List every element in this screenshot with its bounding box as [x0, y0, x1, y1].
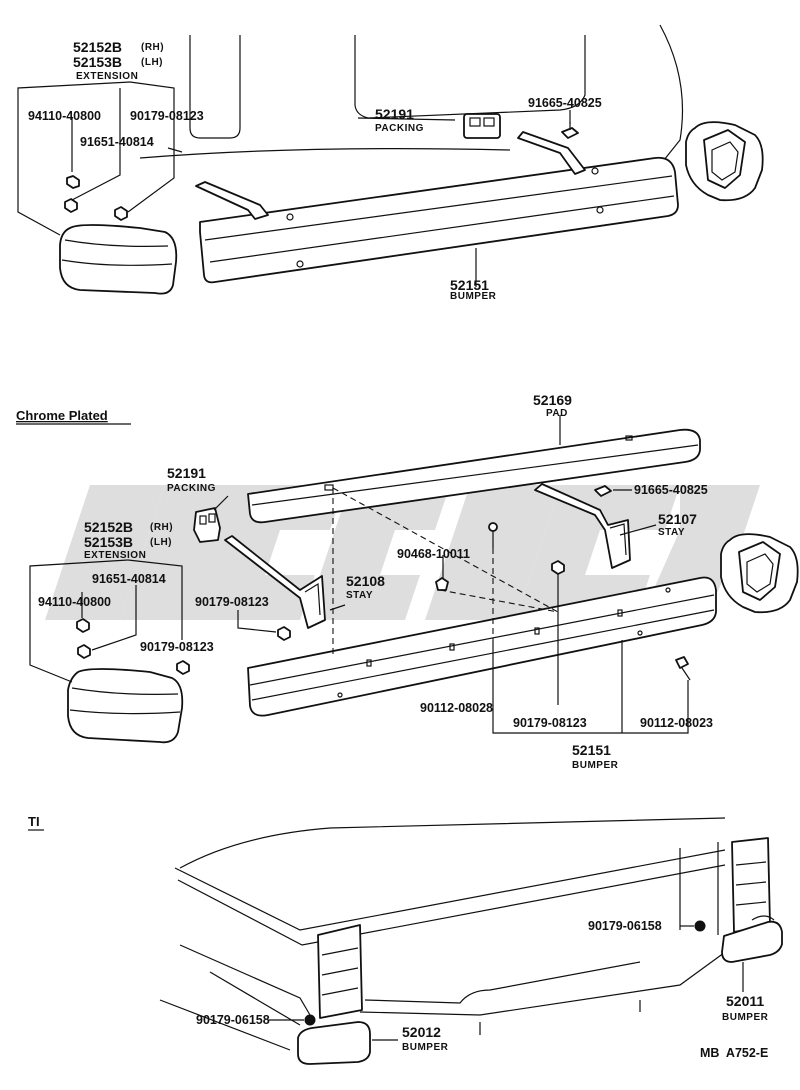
bolt-90112-08023 [675, 656, 691, 681]
label-top-ext-name: EXTENSION [76, 71, 138, 82]
label-c-90179-b: 90179-08123 [140, 640, 214, 654]
top-assembly [17, 24, 764, 295]
label-top-ext-lh: 52153B [73, 54, 122, 70]
packing-52191-chrome [193, 507, 221, 543]
ti-body-top [179, 817, 726, 869]
label-c-52169: 52169 [533, 392, 572, 408]
label-c-90112-b: 90112-08023 [640, 716, 713, 730]
tail-lamp-right [731, 837, 771, 933]
label-top-52151: 52151 [450, 277, 489, 293]
label-top-91651: 91651-40814 [80, 135, 154, 149]
label-top-94110: 94110-40800 [28, 109, 101, 123]
label-c-ext-rh-side: (RH) [150, 522, 173, 533]
label-c-91665: 91665-40825 [634, 483, 708, 497]
label-c-52169-name: PAD [546, 408, 568, 419]
stay-52107 [534, 483, 631, 569]
label-c-52108: 52108 [346, 573, 385, 589]
rear-window-outline [354, 35, 586, 119]
label-top-52191: 52191 [375, 106, 414, 122]
nut-90179-chrome-center [551, 560, 565, 575]
label-c-91651: 91651-40814 [92, 572, 166, 586]
stay-52108 [224, 535, 326, 629]
nut-94110-top [66, 175, 80, 189]
extension-right-chrome [720, 533, 799, 614]
right-bracket-top [517, 131, 586, 175]
label-top-90179: 90179-08123 [130, 109, 204, 123]
label-top-91665: 91665-40825 [528, 96, 602, 110]
clip-90468 [435, 577, 449, 591]
label-top-52191-name: PACKING [375, 123, 424, 134]
section-heading-chrome: Chrome Plated [16, 408, 108, 423]
label-top-52151-name: BUMPER [450, 291, 497, 302]
bumper-52011 [721, 915, 783, 963]
label-c-52107-name: STAY [658, 527, 685, 538]
extension-left-top [59, 224, 178, 295]
label-t-52012: 52012 [402, 1024, 441, 1040]
label-c-ext-lh: 52153B [84, 534, 133, 550]
nut-90179-06158-left [304, 1014, 316, 1026]
label-t-90179-r: 90179-06158 [588, 919, 662, 933]
label-c-52151-name: BUMPER [572, 760, 619, 771]
bumper-52151-top [199, 156, 679, 284]
bumper-52151-chrome [247, 576, 717, 717]
label-c-90179-c: 90179-08123 [513, 716, 587, 730]
body-outline [189, 35, 241, 139]
body-edge-outline [659, 24, 684, 166]
body-lower-outline [139, 148, 511, 159]
label-c-52191-name: PACKING [167, 483, 216, 494]
label-c-90179-a: 90179-08123 [195, 595, 269, 609]
label-c-ext-lh-side: (LH) [150, 537, 172, 548]
section-heading-ti: TI [28, 814, 40, 829]
label-top-ext-lh-side: (LH) [141, 57, 163, 68]
tail-lamp-left [317, 924, 363, 1019]
label-t-52011-name: BUMPER [722, 1012, 769, 1023]
label-c-ext-rh: 52152B [84, 519, 133, 535]
label-c-52191: 52191 [167, 465, 206, 481]
label-c-94110: 94110-40800 [38, 595, 111, 609]
label-t-90179-l: 90179-06158 [196, 1013, 270, 1027]
chrome-assembly [29, 415, 799, 744]
label-c-52151: 52151 [572, 742, 611, 758]
label-c-ext-name: EXTENSION [84, 550, 146, 561]
nut-91651-chrome [77, 644, 91, 659]
label-c-90468: 90468-10011 [397, 547, 470, 561]
bolt-90112-08028 [488, 522, 498, 548]
nut-90179-chrome-right [176, 660, 190, 675]
diagram-code: MB A752-E [700, 1046, 768, 1060]
nut-91651-top [64, 198, 78, 213]
bolt-91665-chrome [594, 485, 612, 497]
packing-52191-top [463, 113, 501, 139]
nut-90179-chrome-left [277, 626, 291, 641]
label-top-ext-rh-side: (RH) [141, 42, 164, 53]
nut-90179-06158-right [694, 920, 706, 932]
bolt-91665-top [561, 122, 579, 139]
label-c-52108-name: STAY [346, 590, 373, 601]
extension-left-chrome [67, 668, 184, 744]
extension-right-top [685, 121, 764, 202]
left-bracket-top [195, 181, 269, 220]
label-top-ext-rh: 52152B [73, 39, 122, 55]
bumper-52012 [297, 1021, 371, 1065]
ti-assembly [159, 817, 783, 1065]
label-t-52012-name: BUMPER [402, 1042, 449, 1053]
pad-52169 [247, 428, 701, 524]
watermark-logo [45, 485, 760, 620]
label-c-52107: 52107 [658, 511, 697, 527]
label-c-90112-a: 90112-08028 [420, 701, 493, 715]
nut-94110-chrome [76, 618, 90, 633]
nut-90179-top [114, 206, 128, 221]
label-t-52011: 52011 [726, 993, 764, 1009]
